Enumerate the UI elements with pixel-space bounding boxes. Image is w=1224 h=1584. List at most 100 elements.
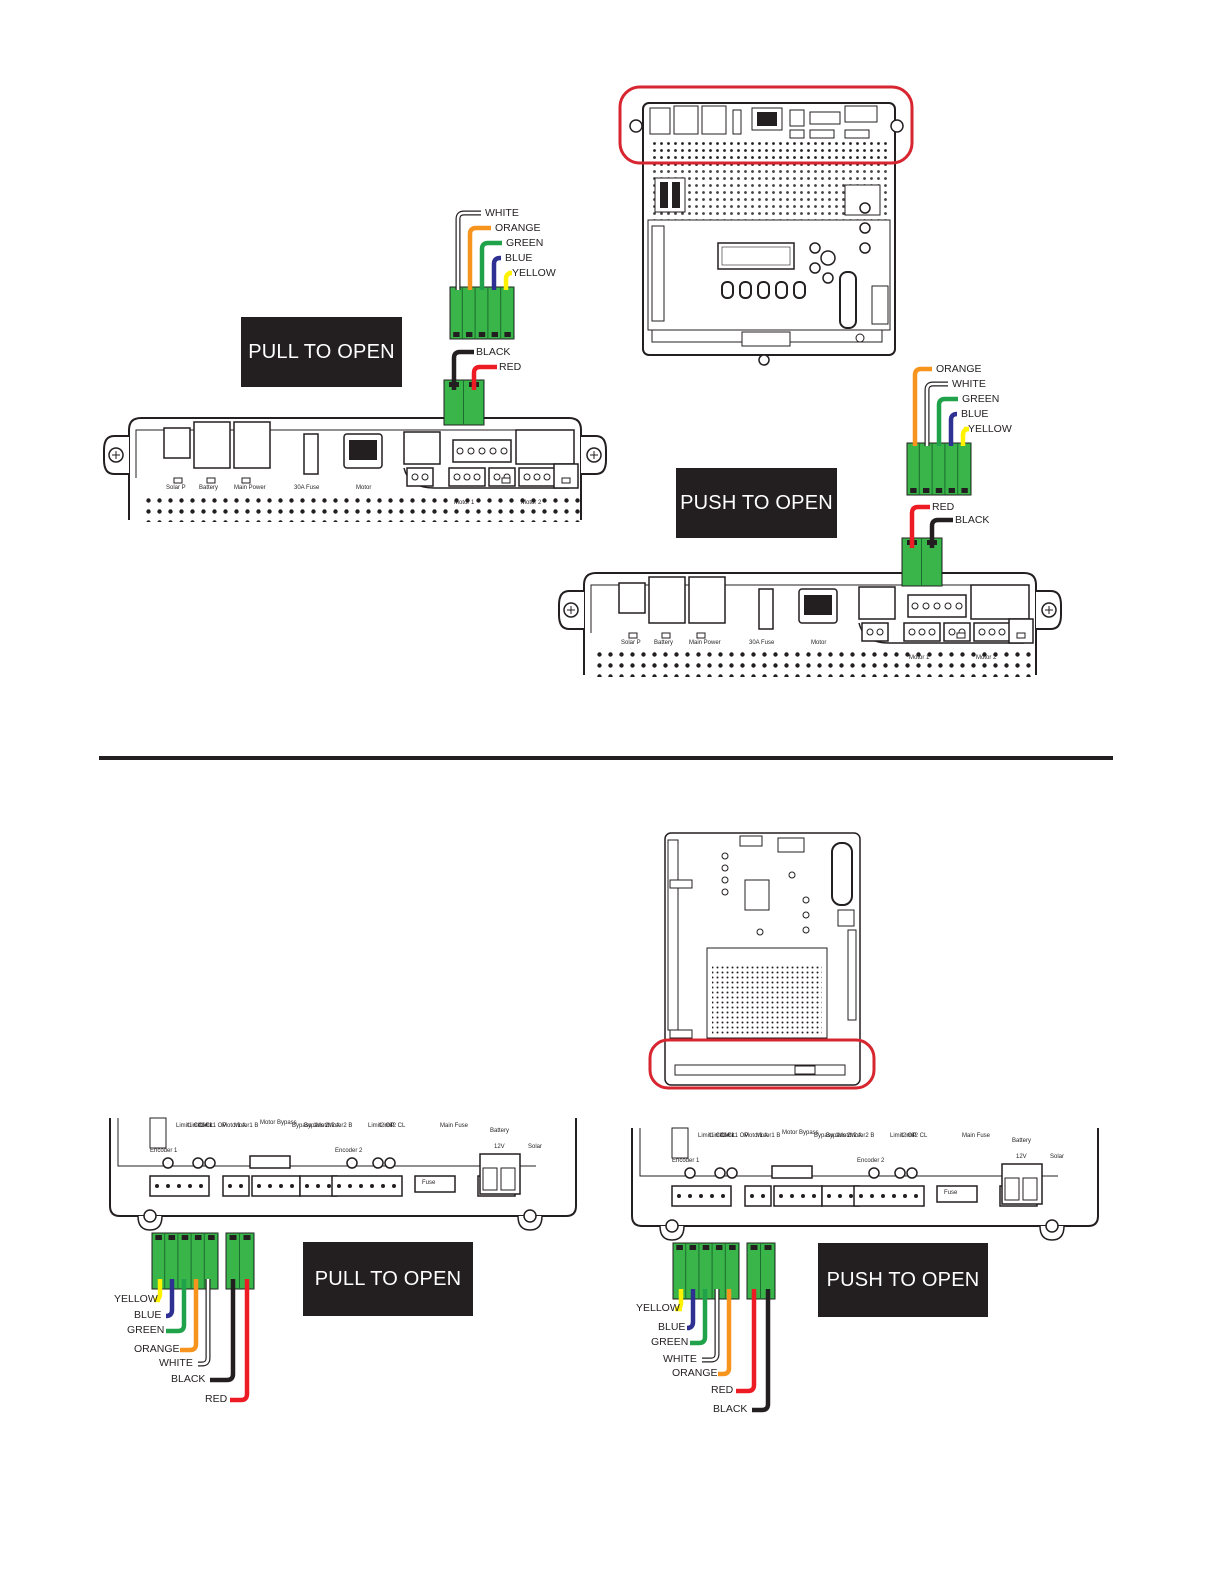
terminal-pin bbox=[316, 1184, 320, 1188]
connector-2pin-bottom-pull-pin-slot bbox=[243, 1235, 251, 1240]
wire-blue bbox=[491, 255, 501, 290]
board-label-top-pull-2: Main Power bbox=[234, 485, 266, 491]
push-to-open-badge-bottom: PUSH TO OPEN bbox=[818, 1243, 988, 1317]
header-pin bbox=[933, 602, 941, 610]
motor-terminal-pin bbox=[463, 473, 471, 481]
terminal-pin bbox=[859, 1194, 863, 1198]
board-ear-left bbox=[659, 1225, 685, 1241]
board-label-bottom-pull-17: 12V bbox=[494, 1144, 505, 1150]
connector-2pin-bottom-push-pin-slot bbox=[764, 1245, 772, 1250]
terminal-pin bbox=[337, 1184, 341, 1188]
terminal-pin bbox=[914, 1194, 918, 1198]
header-pin bbox=[500, 447, 508, 455]
battery-slot bbox=[500, 1167, 516, 1191]
board-label-bottom-push-3: Limit1 OP bbox=[722, 1133, 749, 1139]
connector-2pin-bottom-push-pin-slot bbox=[750, 1245, 758, 1250]
header-pin bbox=[955, 602, 963, 610]
indicator-led bbox=[501, 477, 511, 484]
corner-block bbox=[553, 463, 579, 489]
wire-white bbox=[702, 1289, 720, 1363]
test-point bbox=[906, 1167, 918, 1179]
header-pin bbox=[478, 447, 486, 455]
battery-slot bbox=[482, 1167, 498, 1191]
board-label-bottom-pull-12: Limit2 OP bbox=[368, 1123, 395, 1129]
motor-terminal-pin bbox=[866, 628, 874, 636]
wire-black bbox=[752, 1289, 771, 1413]
terminal-pin bbox=[838, 1194, 842, 1198]
connector-2pin-bottom-push bbox=[746, 1242, 776, 1300]
motor-terminal-pin bbox=[453, 473, 461, 481]
board-inner-frame bbox=[639, 1128, 1058, 1177]
wire-black bbox=[451, 349, 474, 390]
test-point bbox=[726, 1167, 738, 1179]
motor-terminal-pin bbox=[473, 473, 481, 481]
connector-2pin-top-push bbox=[901, 537, 943, 587]
board-label-bottom-push-15: Fuse bbox=[944, 1190, 958, 1196]
wire-red bbox=[230, 1279, 250, 1403]
board-label-top-push-5: Motor 1 bbox=[909, 655, 930, 661]
board-label-bottom-pull-3: Limit1 OP bbox=[200, 1123, 227, 1129]
board-label-bottom-pull-1: Limit1 COM bbox=[176, 1123, 208, 1129]
connector-5pin-top-pull-pin-slot bbox=[466, 332, 473, 337]
board-label-bottom-pull-13: Limit2 CL bbox=[380, 1123, 406, 1129]
indicator-led bbox=[628, 632, 638, 639]
connector-5pin-bottom-push-pin-slot bbox=[715, 1245, 723, 1250]
wire-blue-stroke bbox=[686, 1289, 696, 1331]
board-label-bottom-push-7: Bypass 1 bbox=[814, 1133, 839, 1139]
wire-black-stroke bbox=[451, 349, 474, 390]
wire-orange-stroke bbox=[180, 1279, 199, 1353]
header-left bbox=[858, 586, 896, 620]
board-label-bottom-pull-15: Fuse bbox=[422, 1180, 436, 1186]
main-power-terminal bbox=[688, 576, 726, 624]
board-label-bottom-pull-16: Battery bbox=[490, 1128, 510, 1134]
terminal-pin bbox=[849, 1194, 853, 1198]
board-label-bottom-push-17: 12V bbox=[1016, 1154, 1027, 1160]
indicator-led bbox=[206, 477, 216, 484]
connector-5pin-top-pull-pin-slot bbox=[453, 332, 460, 337]
header-pin bbox=[456, 447, 464, 455]
terminal-pin bbox=[881, 1194, 885, 1198]
motor-terminal-pin bbox=[523, 473, 531, 481]
test-point bbox=[894, 1167, 906, 1179]
fuse-block bbox=[249, 1155, 291, 1169]
motor-terminal-pin bbox=[928, 628, 936, 636]
board-label-bottom-push-18: Solar bbox=[1050, 1154, 1065, 1160]
board-label-bottom-pull-10: Motor2 B bbox=[328, 1123, 353, 1129]
terminal-pin bbox=[166, 1184, 170, 1188]
wire-yellow bbox=[153, 1279, 163, 1303]
wire-green-stroke bbox=[166, 1279, 187, 1334]
board-label-top-pull-5: Motor 1 bbox=[454, 500, 475, 506]
board-label-bottom-push-2: Limit1 CL bbox=[710, 1133, 736, 1139]
indicator-led bbox=[241, 477, 251, 484]
board-label-top-pull-6: Motor 2 bbox=[521, 500, 542, 506]
wire-red bbox=[909, 504, 930, 548]
wire-label-top-pull-upper-3: BLUE bbox=[505, 252, 533, 264]
wire-blue bbox=[686, 1289, 696, 1331]
indicator-led bbox=[956, 632, 966, 639]
motor-terminal-pin bbox=[421, 473, 429, 481]
motor-terminal-pin bbox=[988, 628, 996, 636]
motor-terminal-pin bbox=[876, 628, 884, 636]
connector-5pin-bottom-pull-pin-slot bbox=[194, 1235, 202, 1240]
wire-label-top-pull-lower-0: BLACK bbox=[476, 346, 511, 358]
wire-label-top-push-lower-1: BLACK bbox=[955, 514, 990, 526]
board-ear-right bbox=[1039, 1225, 1065, 1241]
terminal-pin bbox=[155, 1184, 159, 1188]
wire-label-top-pull-lower-1: RED bbox=[499, 361, 522, 373]
header-pin bbox=[467, 447, 475, 455]
wire-label-top-pull-upper-0: WHITE bbox=[485, 207, 519, 219]
board-label-top-push-4: Motor bbox=[811, 640, 827, 646]
wire-green-stroke bbox=[479, 240, 502, 290]
motor-terminal bbox=[861, 622, 889, 642]
wire-label-bottom-pull-4: WHITE bbox=[159, 1357, 193, 1369]
board-ear-right bbox=[517, 1215, 543, 1231]
wire-white bbox=[924, 381, 948, 446]
board-ear-left bbox=[137, 1215, 163, 1231]
terminal-pin bbox=[188, 1184, 192, 1188]
wire-label-bottom-pull-5: BLACK bbox=[171, 1373, 206, 1385]
test-point bbox=[384, 1157, 396, 1169]
terminal-pin bbox=[268, 1184, 272, 1188]
wire-green-stroke bbox=[690, 1289, 708, 1346]
test-point bbox=[346, 1157, 358, 1169]
